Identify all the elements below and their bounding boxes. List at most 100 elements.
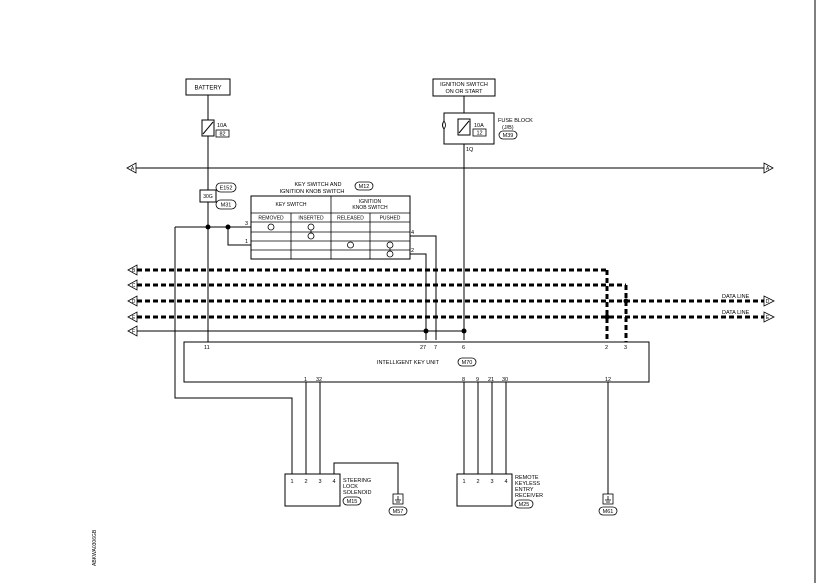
svg-text:2: 2 xyxy=(304,479,307,485)
ikey-label: INTELLIGENT KEY UNIT xyxy=(377,360,440,366)
remote-keyless-line2: KEYLESS xyxy=(515,481,540,487)
splice-point xyxy=(461,328,467,334)
ikey-pin-30: 30 xyxy=(502,377,508,383)
key-switch-pin-1: 1 xyxy=(245,239,248,245)
svg-text:A: A xyxy=(766,166,770,172)
svg-text:B: B xyxy=(132,268,136,274)
key-switch-group2-line1: IGNITION xyxy=(359,199,382,205)
fuse-block-line1: FUSE BLOCK xyxy=(498,118,533,124)
arrow-a-right: A xyxy=(763,162,774,174)
arrow-d-left: D xyxy=(127,295,138,307)
svg-text:F: F xyxy=(132,329,135,335)
steering-lock-line1: STEERING xyxy=(343,478,371,484)
ignition-switch-line2: ON OR START xyxy=(445,89,483,95)
continuity-mark xyxy=(307,223,315,231)
arrow-d-right: D xyxy=(763,295,775,307)
svg-text:1: 1 xyxy=(290,479,293,485)
svg-text:D: D xyxy=(766,299,770,305)
ignition-switch-box: IGNITION SWITCH ON OR START xyxy=(432,78,496,97)
battery-label: BATTERY xyxy=(194,86,221,92)
battery-box: BATTERY xyxy=(185,78,231,96)
ignition-switch-line1: IGNITION SWITCH xyxy=(440,82,488,88)
svg-text:A: A xyxy=(131,166,135,172)
arrow-f-left: F xyxy=(127,325,138,337)
data-lines xyxy=(137,268,764,342)
key-switch-col-removed: REMOVED xyxy=(258,216,284,222)
svg-text:E: E xyxy=(766,315,770,321)
key-switch-table: KEY SWITCH IGNITION KNOB SWITCH REMOVED … xyxy=(250,195,411,260)
arrow-b-left: B xyxy=(127,264,138,276)
ikey-pin-3: 3 xyxy=(624,345,627,351)
key-switch-title-line1: KEY SWITCH AND xyxy=(295,182,342,188)
ground-m61: M61 xyxy=(598,493,618,516)
ikey-pin-7: 7 xyxy=(434,345,437,351)
ikey-pin-21: 21 xyxy=(488,377,494,383)
svg-text:4: 4 xyxy=(332,479,335,485)
ikey-pin-32: 32 xyxy=(316,377,322,383)
ikey-pin-9: 9 xyxy=(476,377,479,383)
key-switch-col-released: RELEASED xyxy=(337,216,364,222)
fuse-block-amps: 10A xyxy=(474,123,484,129)
svg-text:1: 1 xyxy=(462,479,465,485)
ikey-pin-6: 6 xyxy=(462,345,465,351)
joint-connector: 30G E152 M31 xyxy=(199,182,237,210)
joint-terminal: 30G xyxy=(203,194,213,200)
key-switch-pin-2: 2 xyxy=(411,248,414,254)
ikey-connector: M70 xyxy=(462,360,473,366)
key-switch-col-pushed: PUSHED xyxy=(380,216,401,222)
steering-lock-line3: SOLENOID xyxy=(343,490,371,496)
continuity-mark xyxy=(307,232,315,240)
fuse-block-number: 12 xyxy=(476,131,482,137)
ground-m57-label: M57 xyxy=(393,509,404,515)
fuse-block-connector: M39 xyxy=(503,133,514,139)
steering-lock-solenoid: 1 2 3 4 STEERING LOCK SOLENOID M15 xyxy=(284,473,371,507)
ikey-pin-2: 2 xyxy=(605,345,608,351)
key-switch-col-inserted: INSERTED xyxy=(298,216,324,222)
ikey-pin-8: 8 xyxy=(462,377,465,383)
key-switch-connector: M12 xyxy=(359,184,370,190)
battery-fuse-number: 82 xyxy=(219,132,225,138)
svg-text:2: 2 xyxy=(476,479,479,485)
remote-keyless-line4: RECEIVER xyxy=(515,493,543,499)
steering-lock-line2: LOCK xyxy=(343,484,358,490)
svg-text:3: 3 xyxy=(490,479,493,485)
ground-m61-label: M61 xyxy=(603,509,614,515)
remote-keyless-line1: REMOTE xyxy=(515,475,539,481)
svg-text:E: E xyxy=(132,315,136,321)
data-line-label-1: DATA LINE xyxy=(722,294,750,300)
ikey-pin-27: 27 xyxy=(420,345,426,351)
fuse-block: 10A 12 FUSE BLOCK (J/B) M39 1Q xyxy=(442,112,533,153)
key-switch-group2-line2: KNOB SWITCH xyxy=(352,205,388,211)
key-switch-group1: KEY SWITCH xyxy=(275,202,306,208)
continuity-mark xyxy=(347,241,354,249)
svg-text:D: D xyxy=(132,299,136,305)
continuity-mark xyxy=(267,223,275,231)
remote-keyless-connector: M25 xyxy=(519,502,530,508)
joint-m-connector: M31 xyxy=(221,203,232,209)
ground-m57: M57 xyxy=(388,493,408,516)
svg-text:C: C xyxy=(132,283,136,289)
fuse-block-line2: (J/B) xyxy=(502,125,514,131)
arrow-e-right: E xyxy=(763,311,775,323)
arrow-e-left: E xyxy=(127,311,138,323)
arrow-a-left: A xyxy=(126,162,137,174)
data-line-label-2: DATA LINE xyxy=(722,310,750,316)
remote-keyless-entry-receiver: 1 2 3 4 REMOTE KEYLESS ENTRY RECEIVER M2… xyxy=(456,473,543,509)
key-switch-title: KEY SWITCH AND IGNITION KNOB SWITCH M12 xyxy=(280,181,374,195)
battery-fuse-amps: 10A xyxy=(217,123,227,129)
key-switch-pin-4: 4 xyxy=(411,230,414,236)
fuse-block-terminal: 1Q xyxy=(466,147,474,153)
ikey-pin-11: 11 xyxy=(204,345,210,351)
battery-fuse: 10A 82 xyxy=(201,119,230,138)
arrow-c-left: C xyxy=(127,279,138,291)
continuity-mark xyxy=(386,241,394,249)
svg-text:4: 4 xyxy=(504,479,507,485)
remote-keyless-line3: ENTRY xyxy=(515,487,534,493)
splice-point xyxy=(423,328,429,334)
ikey-pin-1: 1 xyxy=(304,377,307,383)
intelligent-key-unit: INTELLIGENT KEY UNIT M70 11 27 7 6 2 3 1… xyxy=(183,341,650,383)
key-switch-pin-3: 3 xyxy=(245,221,248,227)
ikey-pin-12: 12 xyxy=(605,377,611,383)
joint-e-connector: E152 xyxy=(220,186,233,192)
